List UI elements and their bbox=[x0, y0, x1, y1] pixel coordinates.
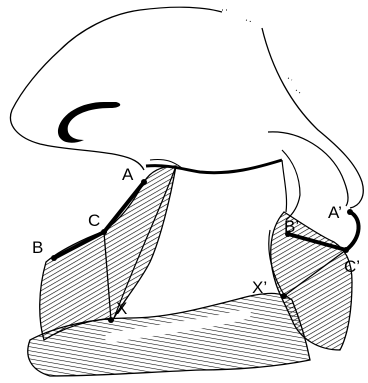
nose-dots bbox=[222, 10, 300, 93]
nose-top-line bbox=[140, 7, 222, 12]
point-a-right bbox=[347, 209, 353, 215]
point-c-left bbox=[101, 229, 107, 235]
label-a-left: A bbox=[122, 165, 134, 184]
point-x-right bbox=[281, 293, 287, 299]
label-c-right: C’ bbox=[344, 257, 360, 276]
label-x-left: X bbox=[116, 299, 127, 318]
nostril bbox=[58, 102, 120, 143]
nose-bridge bbox=[262, 28, 363, 208]
label-x-right: X’ bbox=[252, 278, 267, 297]
label-a-right: A’ bbox=[328, 203, 342, 222]
label-b-right: B’ bbox=[284, 217, 299, 236]
point-c-right bbox=[343, 247, 349, 253]
label-c-left: C bbox=[88, 211, 100, 230]
cleft-right-edge bbox=[282, 160, 287, 212]
point-a-left bbox=[141, 179, 147, 185]
point-b-left bbox=[51, 255, 57, 261]
alar-lobe bbox=[268, 132, 348, 206]
label-b-left: B bbox=[32, 238, 43, 257]
incision-ac-right bbox=[346, 212, 359, 250]
nose-outline bbox=[10, 10, 144, 170]
point-x-left bbox=[108, 317, 114, 323]
